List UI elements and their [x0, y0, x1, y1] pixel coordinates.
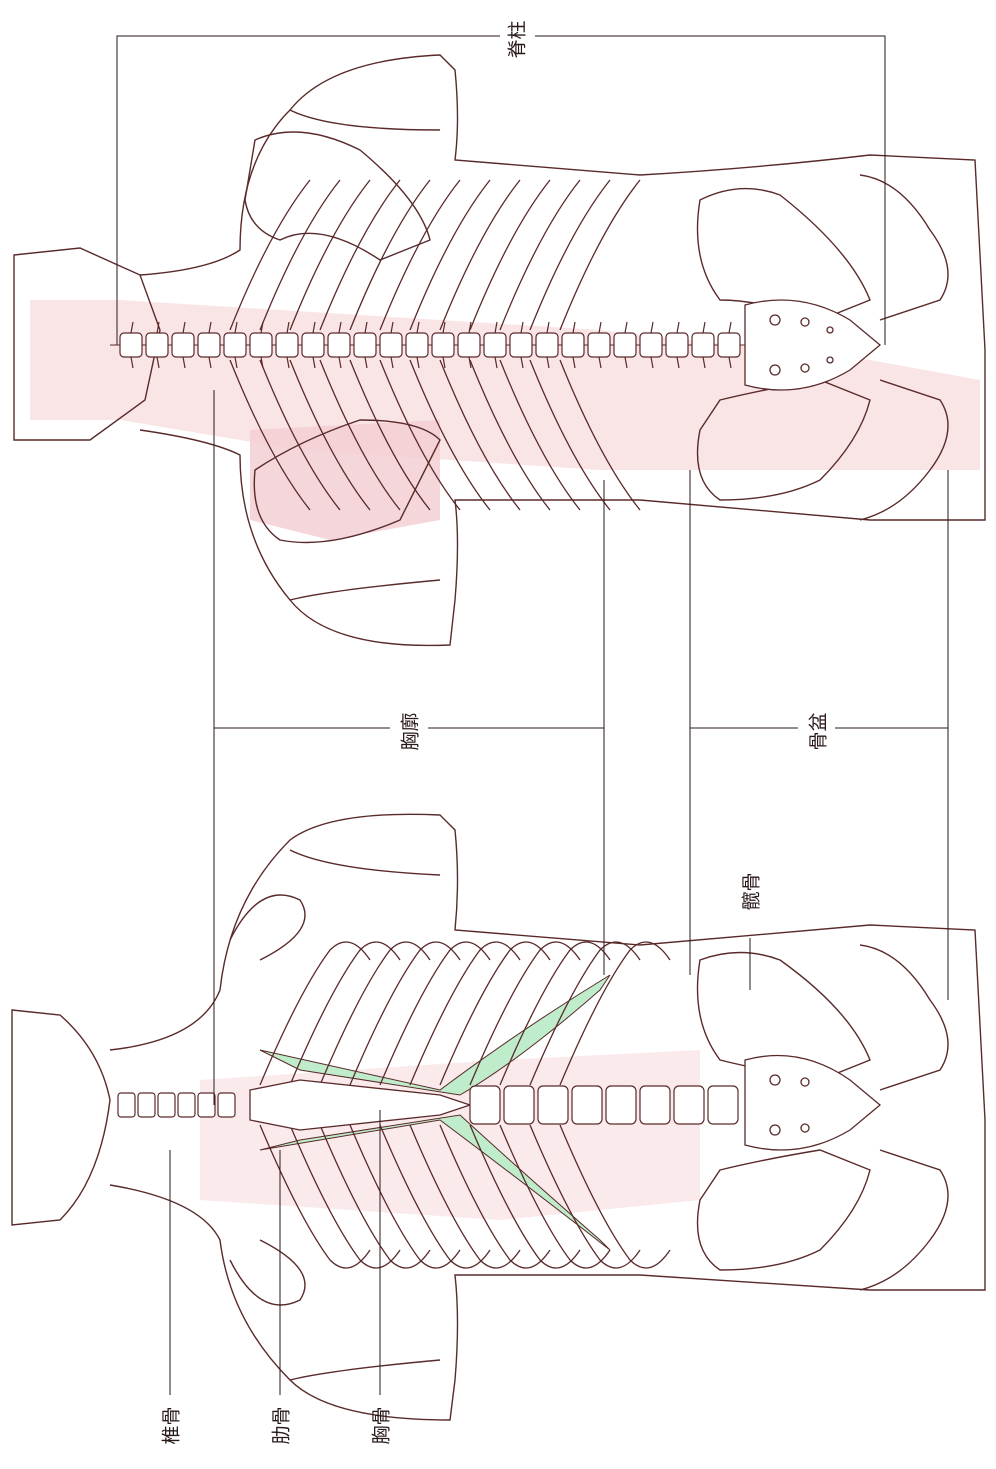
- back-vertebra: [406, 333, 428, 357]
- label-sternum: 胸骨: [367, 1406, 394, 1444]
- front-shoulder-upper: [230, 895, 305, 960]
- back-rib-upper: [530, 180, 610, 330]
- spine-bracket: [117, 36, 885, 345]
- back-rib-upper: [560, 180, 640, 330]
- front-sacrum: [745, 1056, 880, 1151]
- front-cervical-vertebra: [118, 1093, 135, 1117]
- front-head: [12, 1010, 110, 1225]
- back-vertebra: [120, 333, 142, 357]
- front-cervical-vertebra: [218, 1093, 235, 1117]
- front-lumbar-vertebra: [538, 1086, 568, 1124]
- front-rib-upper: [350, 942, 460, 1085]
- front-hip-upper: [860, 945, 948, 1090]
- back-rib-upper: [260, 180, 340, 330]
- back-vertebra: [588, 333, 610, 357]
- label-pelvis: 骨盆: [804, 712, 831, 750]
- back-vertebra: [432, 333, 454, 357]
- label-ilium: 髋骨: [737, 872, 764, 910]
- back-vertebra: [640, 333, 662, 357]
- back-vertebra: [614, 333, 636, 357]
- back-vertebra: [302, 333, 324, 357]
- front-cervical-vertebra: [138, 1093, 155, 1117]
- front-lumbar-vertebra: [470, 1086, 500, 1124]
- back-vertebra: [354, 333, 376, 357]
- front-shoulder-lower: [230, 1240, 305, 1305]
- back-vertebra: [276, 333, 298, 357]
- front-cervical-vertebra: [198, 1093, 215, 1117]
- front-lumbar-vertebra: [572, 1086, 602, 1124]
- back-rib-upper: [410, 180, 490, 330]
- back-vertebra: [224, 333, 246, 357]
- front-lumbar-vertebra: [708, 1086, 738, 1124]
- back-vertebra: [380, 333, 402, 357]
- back-rib-upper: [470, 180, 550, 330]
- scapula-upper: [245, 132, 430, 260]
- label-rib: 肋骨: [267, 1406, 294, 1444]
- front-lumbar-vertebra: [504, 1086, 534, 1124]
- back-vertebra: [562, 333, 584, 357]
- back-vertebra: [458, 333, 480, 357]
- back-vertebra: [692, 333, 714, 357]
- back-vertebra: [536, 333, 558, 357]
- label-thorax: 胸廓: [396, 712, 423, 750]
- front-lumbar-vertebra: [640, 1086, 670, 1124]
- front-arm-upper: [290, 850, 440, 875]
- front-rib-upper: [320, 942, 430, 1085]
- back-rib-upper: [320, 180, 400, 330]
- front-skin-tint: [200, 1050, 700, 1220]
- back-rib-upper: [500, 180, 580, 330]
- back-arm-lower: [290, 580, 440, 600]
- back-arm-upper: [290, 110, 440, 130]
- front-arm-lower: [290, 1360, 440, 1380]
- back-vertebra: [146, 333, 168, 357]
- back-rib-upper: [440, 180, 520, 330]
- back-vertebra: [198, 333, 220, 357]
- front-cervical-vertebra: [158, 1093, 175, 1117]
- back-vertebra: [328, 333, 350, 357]
- front-lumbar-vertebra: [606, 1086, 636, 1124]
- back-vertebra: [172, 333, 194, 357]
- front-lumbar-vertebra: [674, 1086, 704, 1124]
- label-vertebra: 椎骨: [157, 1406, 184, 1444]
- back-shoulder-tint: [250, 420, 440, 540]
- back-vertebra: [718, 333, 740, 357]
- label-spine: 脊柱: [503, 20, 530, 58]
- back-rib-upper: [230, 180, 310, 330]
- back-vertebra: [666, 333, 688, 357]
- back-rib-upper: [290, 180, 370, 330]
- back-hip-upper: [860, 175, 948, 320]
- back-vertebra: [484, 333, 506, 357]
- front-cervical-vertebra: [178, 1093, 195, 1117]
- front-hip-lower: [860, 1150, 948, 1290]
- back-vertebra: [510, 333, 532, 357]
- back-rib-upper: [350, 180, 430, 330]
- back-vertebra: [250, 333, 272, 357]
- front-ilium-lower: [698, 1150, 871, 1270]
